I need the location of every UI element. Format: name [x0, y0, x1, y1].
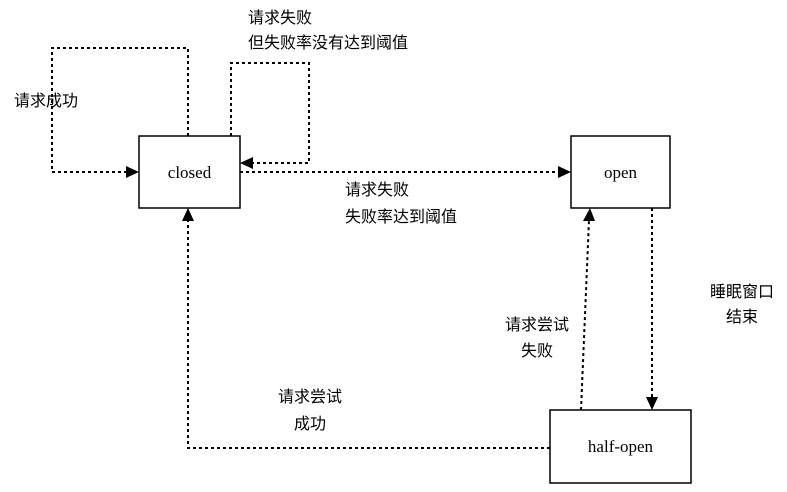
node-closed-label: closed: [168, 163, 212, 182]
node-closed: closed: [138, 135, 241, 209]
edge-open-to-half-open: [646, 208, 658, 410]
edge-half-open-to-open: [580, 208, 595, 411]
node-half-open-label: half-open: [588, 437, 654, 456]
label-open-to-half-line1: 睡眠窗口: [710, 282, 774, 301]
label-fail-loop-line2: 但失败率没有达到阈值: [248, 33, 408, 52]
label-closed-to-open-line1: 请求失败: [345, 180, 409, 199]
label-half-to-open-line1: 请求尝试: [505, 315, 569, 334]
label-open-to-half-line2: 结束: [726, 307, 758, 326]
node-open-label: open: [604, 163, 638, 182]
node-half-open: half-open: [549, 409, 692, 484]
label-closed-to-open-line2: 失败率达到阈值: [345, 207, 457, 226]
edge-half-open-to-closed: [182, 208, 550, 449]
edge-closed-to-open: [240, 166, 571, 178]
node-open: open: [570, 135, 671, 209]
label-half-to-closed-line2: 成功: [294, 414, 326, 433]
label-half-to-closed-line1: 请求尝试: [278, 387, 342, 406]
edge-fail-loop: [230, 62, 310, 169]
label-fail-loop-line1: 请求失败: [248, 8, 312, 27]
label-success-loop: 请求成功: [14, 91, 78, 110]
edge-success-loop: [51, 47, 189, 178]
label-half-to-open-line2: 失败: [521, 341, 553, 360]
